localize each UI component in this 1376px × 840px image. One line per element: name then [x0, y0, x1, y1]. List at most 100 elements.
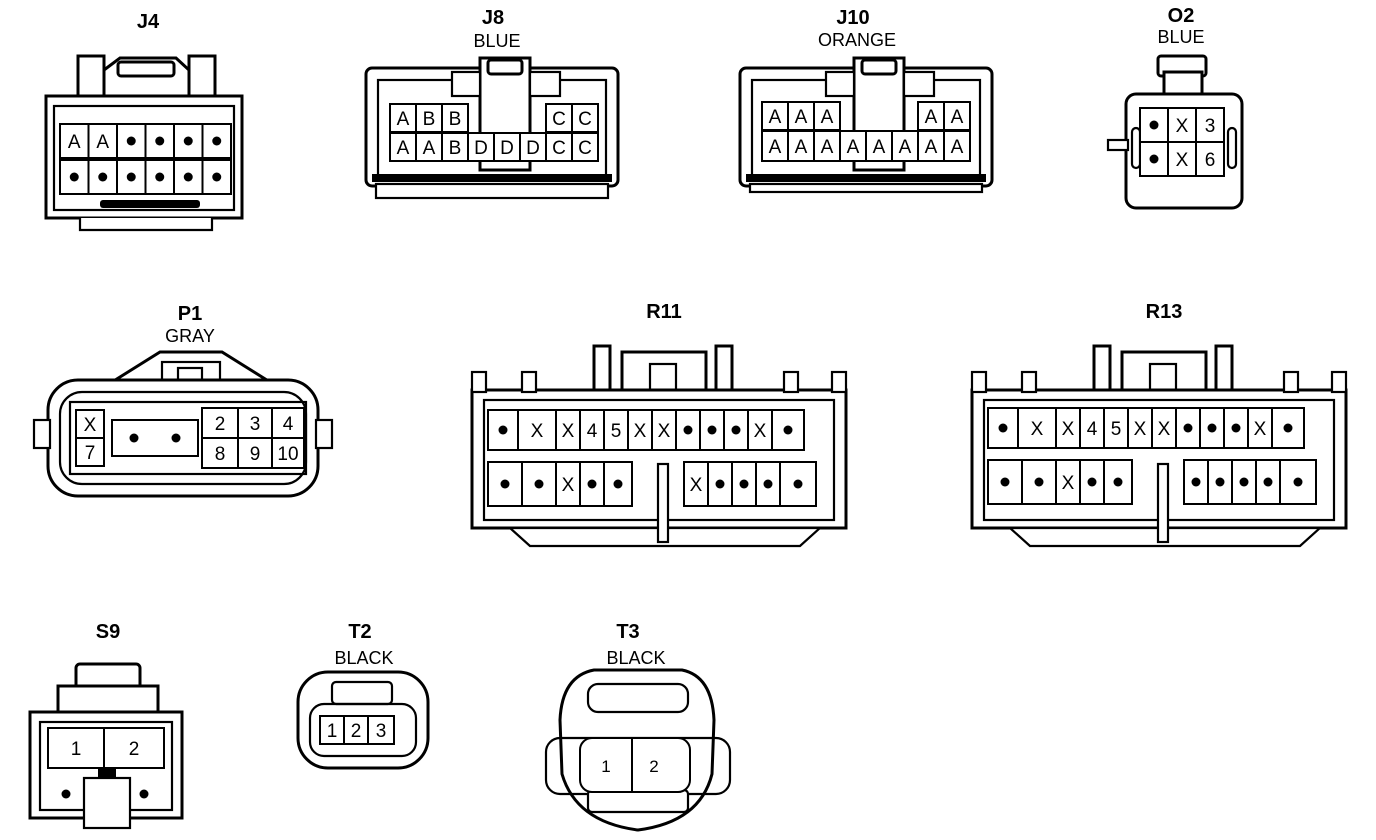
o2-pin-cell: [1167, 107, 1197, 143]
t2-color: BLACK: [334, 648, 393, 668]
r11-pin-dot: [783, 425, 793, 435]
r11-pin-dot: [683, 425, 693, 435]
o2-pin-label: 6: [1205, 150, 1216, 171]
r13-pin-label: X: [1031, 419, 1044, 440]
o2-pin-cell: [1195, 107, 1225, 143]
p1-pin-dot: [129, 433, 139, 443]
j10-pin-label: A: [899, 137, 912, 158]
r13-pin-dot: [1087, 477, 1097, 487]
j4-pin-dot: [155, 136, 165, 146]
p1-pin-label: 7: [85, 443, 96, 464]
j8-pin-label: D: [474, 138, 488, 159]
j8-pin-label: D: [500, 138, 514, 159]
o2-side-key: [1106, 138, 1130, 152]
j4-lock-cap: [116, 60, 176, 78]
r13-pin-dot: [1034, 477, 1044, 487]
r11-pin-label: X: [562, 421, 575, 442]
t2-pin-cell: [343, 715, 369, 745]
j10-pin-label: A: [847, 137, 860, 158]
p1-title: P1: [178, 303, 202, 325]
j10-pin-label: A: [951, 137, 964, 158]
o2-pin-label: 3: [1205, 116, 1216, 137]
r11-pin-label: 5: [611, 421, 622, 442]
r11-pin-dot: [731, 425, 741, 435]
j10-title: J10: [836, 7, 869, 29]
j10-pin-label: A: [795, 137, 808, 158]
r13-pin-cell: [1017, 407, 1057, 449]
t3-pin-label: 2: [649, 757, 658, 776]
r13-pin-cell: [1151, 407, 1177, 449]
j10-bottom-rail: [748, 182, 984, 194]
j4-pin-dot: [212, 136, 222, 146]
o2-title: O2: [1168, 5, 1195, 27]
j10-pin-cell: [917, 130, 945, 162]
r11-pin-dot: [763, 479, 773, 489]
r13-title: R13: [1146, 301, 1183, 323]
r13-pin-dot: [1113, 477, 1123, 487]
r13-pin-label: 4: [1087, 419, 1098, 440]
r11-pin-dot: [613, 479, 623, 489]
t2-pin-label: 1: [327, 721, 338, 742]
o2-color: BLUE: [1157, 27, 1204, 47]
j10-pin-cell: [865, 130, 893, 162]
r13-pin-dot: [998, 423, 1008, 433]
s9-pin-dot: [61, 789, 71, 799]
o2-pin-cell: [1167, 141, 1197, 177]
r11-title: R11: [646, 301, 682, 323]
j8-pin-label: D: [526, 138, 540, 159]
r11-pin-cell: [747, 409, 773, 451]
j8-pin-label: A: [423, 138, 436, 159]
r11-pin-cell: [651, 409, 677, 451]
p1-pin-cell: [271, 437, 305, 469]
j4-title: J4: [137, 11, 160, 33]
r13-pin-dot: [1283, 423, 1293, 433]
r11-pin-cell: [555, 409, 581, 451]
r13-pin-cell: [1127, 407, 1153, 449]
p1-pin-label: 10: [277, 444, 298, 465]
t2-pin-label: 3: [376, 721, 387, 742]
r13-pin-label: X: [1134, 419, 1147, 440]
j4-pin-dot: [212, 172, 222, 182]
r11-pin-dot: [739, 479, 749, 489]
o2-pin-dot: [1149, 154, 1159, 164]
r13-pin-cell: [1103, 407, 1129, 449]
p1-pin-label: X: [84, 415, 97, 436]
j10-pin-label: A: [769, 107, 782, 128]
j8-bottom-rail: [374, 182, 610, 200]
r13-pin-dot: [1239, 477, 1249, 487]
t2-pin-label: 2: [351, 721, 362, 742]
p1-pin-label: 8: [215, 444, 226, 465]
j10-pin-label: A: [951, 107, 964, 128]
t2-pin-cell: [319, 715, 345, 745]
j8-pin-cell: [415, 103, 443, 133]
j10-color: ORANGE: [818, 30, 896, 50]
r11-pin-label: X: [690, 475, 703, 496]
j10-pin-label: A: [821, 107, 834, 128]
r13-pin-dot: [1293, 477, 1303, 487]
j8-pin-label: C: [552, 109, 566, 130]
r13-pin-label: X: [1062, 473, 1075, 494]
j10-pin-label: A: [925, 107, 938, 128]
r11-pin-label: X: [562, 475, 575, 496]
j8-pin-cell: [389, 132, 417, 162]
j10-pin-label: A: [873, 137, 886, 158]
j8-pin-label: B: [449, 109, 462, 130]
r11-pin-dot: [500, 479, 510, 489]
s9-pin-label: 2: [129, 739, 140, 760]
j4-pin-cell: [87, 159, 118, 195]
j4-pin-cell: [116, 159, 147, 195]
r11-pin-dot: [498, 425, 508, 435]
r11-pin-dot: [793, 479, 803, 489]
j8-pin-label: C: [578, 109, 592, 130]
j4-pin-dot: [126, 172, 136, 182]
t2-lock-tab: [330, 680, 394, 706]
